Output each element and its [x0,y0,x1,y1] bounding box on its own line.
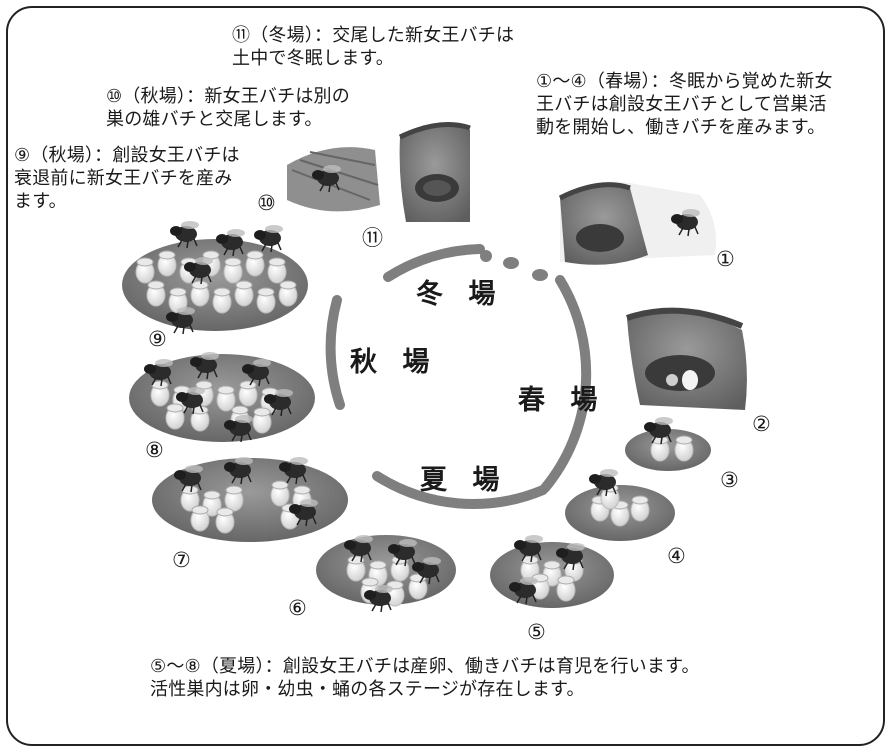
stage-number-1: ① [716,247,735,271]
caption-autumn-new-queen: ⑨（秋場）：創設女王バチは 衰退前に新女王バチを産み ます。 [14,145,240,212]
illustration-8-nest [129,351,315,443]
cycle-ring [325,244,592,509]
illustration-3-nest [625,416,711,471]
stage-number-2: ② [752,412,771,436]
life-cycle-diagram [122,122,747,613]
stage-number-9: ⑨ [148,327,167,351]
caption-summer: ⑤～⑧（夏場）：創設女王バチは産卵、働きバチは育児を行います。 活性巣内は卵・幼… [150,656,700,700]
illustration-7-nest [152,456,348,542]
illustration-11-winter-burrow [398,122,471,222]
stage-number-4: ④ [667,544,686,568]
stage-number-11: ⑪ [362,226,383,250]
caption-autumn-mating: ⑩（秋場）：新女王バチは別の 巣の雄バチと交尾します。 [106,86,350,130]
stage-number-7: ⑦ [172,548,191,572]
stage-number-6: ⑥ [288,596,307,620]
stage-number-8: ⑧ [145,438,164,462]
stage-number-10: ⑩ [257,191,276,215]
illustration-10-mating [287,147,380,212]
stage-number-5: ⑤ [527,620,546,644]
season-label-spring: 春 場 [518,385,606,416]
caption-winter: ⑪（冬場）：交尾した新女王バチは 土中で冬眠します。 [232,25,515,69]
ring-dots [480,250,548,281]
season-label-autumn: 秋 場 [350,347,438,378]
illustration-1-emerging-queen [558,181,716,265]
illustration-4-nest [565,468,675,541]
illustration-2-first-nest [626,307,747,410]
illustration-9-large-nest [122,220,308,335]
season-label-winter: 冬 場 [416,279,504,310]
caption-spring: ①～④（春場）：冬眠から覚めた新女 王バチは創設女王バチとして営巣活 動を開始し… [536,71,833,138]
illustration-6-nest [316,534,456,613]
stage-number-3: ③ [720,468,739,492]
illustration-5-nest [490,534,614,608]
season-label-summer: 夏 場 [420,465,508,496]
